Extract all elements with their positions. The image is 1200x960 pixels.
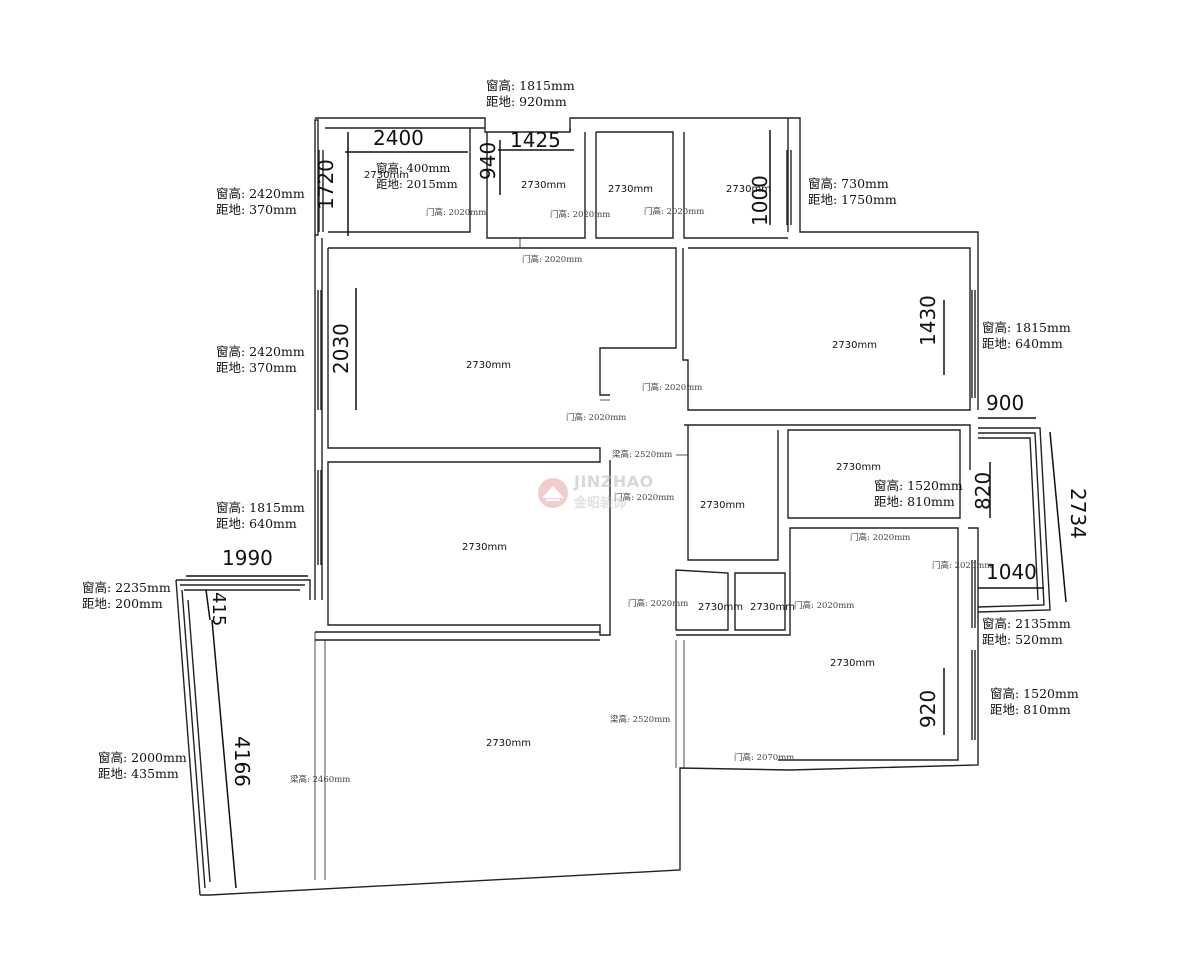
- door-height-label: 门高: 2020mm: [522, 255, 583, 265]
- ceiling-height-label: 2730mm: [608, 184, 653, 195]
- ceiling-height-label: 2730mm: [462, 542, 507, 553]
- dimension-940: 940: [476, 141, 500, 180]
- dimension-820: 820: [971, 471, 995, 510]
- dimension-1040: 1040: [986, 560, 1037, 584]
- ceiling-height-label: 2730mm: [700, 500, 745, 511]
- ceiling-height-label: 2730mm: [466, 360, 511, 371]
- ceiling-height-label: 2730mm: [836, 462, 881, 473]
- dimension-1430: 1430: [916, 295, 940, 346]
- ceiling-height-label: 2730mm: [750, 602, 795, 613]
- beam-height-label: 梁高: 2520mm: [610, 715, 671, 725]
- ceiling-height-label: 2730mm: [698, 602, 743, 613]
- ceiling-height-label: 2730mm: [486, 738, 531, 749]
- door-height-label: 门高: 2020mm: [426, 208, 487, 218]
- beam-height-label: 梁高: 2460mm: [290, 775, 351, 785]
- ceiling-height-label: 2730mm: [521, 180, 566, 191]
- watermark-brand: JINZHAO: [574, 472, 654, 491]
- watermark-subtitle: 金昭装饰: [574, 496, 627, 511]
- dimension-2734: 2734: [1066, 488, 1090, 539]
- dimension-1990: 1990: [222, 546, 273, 570]
- ceiling-height-label: 2730mm: [830, 658, 875, 669]
- beam-height-label: 梁高: 2520mm: [612, 450, 673, 460]
- door-height-label: 门高: 2020mm: [850, 533, 911, 543]
- jinzhao-logo-icon: [538, 478, 568, 508]
- dimension-900: 900: [986, 391, 1025, 415]
- watermark: JINZHAO 金昭装饰: [536, 470, 676, 514]
- dimension-1425: 1425: [510, 128, 561, 152]
- door-height-label: 门高: 2020mm: [644, 207, 705, 217]
- dimension-415: 415: [208, 592, 229, 627]
- door-height-label: 门高: 2020mm: [614, 493, 675, 503]
- door-height-label: 门高: 2070mm: [734, 753, 795, 763]
- ceiling-height-label: 2730mm: [364, 170, 409, 181]
- door-height-label: 门高: 2020mm: [566, 413, 627, 423]
- door-height-label: 门高: 2020mm: [794, 601, 855, 611]
- door-height-label: 门高: 2020mm: [628, 599, 689, 609]
- dimension-920: 920: [916, 689, 940, 728]
- door-height-label: 门高: 2020mm: [642, 383, 703, 393]
- ceiling-height-label: 2730mm: [832, 340, 877, 351]
- ceiling-height-label: 2730mm: [726, 184, 771, 195]
- dimension-1720: 1720: [314, 159, 338, 210]
- door-height-label: 门高: 2020mm: [550, 210, 611, 220]
- dimension-4166: 4166: [230, 736, 254, 787]
- door-height-label: 门高: 2020mm: [932, 561, 993, 571]
- dimension-2400: 2400: [373, 126, 424, 150]
- dimension-2030: 2030: [329, 323, 353, 374]
